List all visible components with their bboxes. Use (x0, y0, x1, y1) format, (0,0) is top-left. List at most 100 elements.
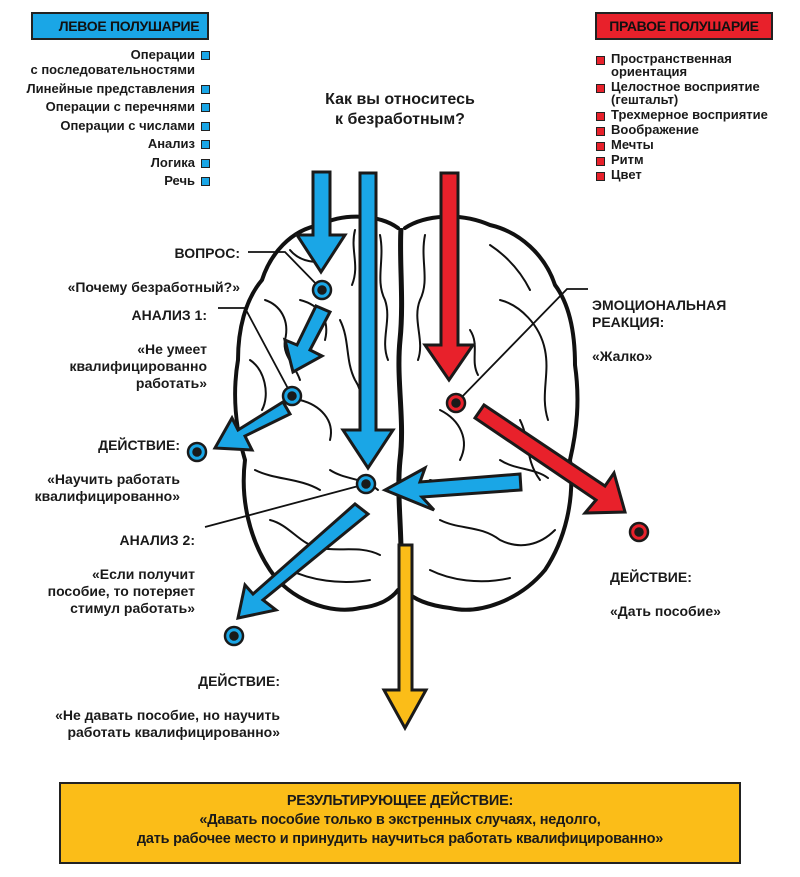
left-list-item-label: Логика (150, 154, 195, 170)
arrow-main-down (340, 171, 396, 471)
label-question-text: «Почему безработный?» (67, 279, 240, 295)
left-hemisphere-list: Операции с последовательностями Линейные… (27, 47, 210, 192)
label-question: ВОПРОС: «Почему безработный?» (68, 228, 240, 313)
label-analysis1: АНАЛИЗ 1: «Не умеет квалифицированно раб… (69, 290, 207, 409)
red-bullet-icon (596, 172, 605, 181)
left-list-item-label: Анализ (147, 136, 195, 151)
arrow-question-down (294, 170, 348, 275)
label-action1: ДЕЙСТВИЕ: «Научить работать квалифициров… (35, 420, 180, 522)
nodes (186, 279, 650, 647)
label-action3: ДЕЙСТВИЕ: «Дать пособие» (610, 552, 721, 637)
leader-analysis1 (218, 307, 293, 397)
result-line-2: дать рабочее место и принудить научиться… (136, 831, 664, 847)
node-emotion (445, 392, 467, 414)
result-arrow (381, 543, 429, 732)
longitudinal-fissure (396, 227, 405, 591)
right-hemisphere-list: Пространственная ориентация Целостное во… (596, 52, 768, 183)
left-list-item: Линейные представления (27, 81, 210, 96)
blue-bullet-icon (201, 103, 210, 112)
red-bullet-icon (596, 157, 605, 166)
node-action3 (628, 521, 650, 543)
label-action3-text: «Дать пособие» (610, 603, 721, 619)
right-hemisphere-outline (403, 214, 580, 612)
right-list-item: Пространственная ориентация (596, 52, 768, 78)
right-list-item-label: Мечты (611, 137, 654, 152)
blue-bullet-icon (201, 84, 210, 94)
right-hemisphere-header: ПРАВОЕ ПОЛУШАРИЕ (595, 12, 773, 40)
label-action2-heading: ДЕЙСТВИЕ: (198, 673, 280, 689)
left-list-item: Операции с перечнями (27, 99, 210, 114)
label-emotion: ЭМОЦИОНАЛЬНАЯ РЕАКЦИЯ: «Жалко» (592, 280, 726, 382)
right-list-item-label: Цвет (611, 167, 642, 182)
label-action1-text: «Научить работать квалифицированно» (34, 471, 180, 504)
arrow-action1-left (212, 399, 293, 452)
right-list-item-label: Ритм (611, 152, 644, 167)
node-analysis2 (355, 473, 377, 495)
arrow-right-to-center (381, 464, 523, 512)
arrow-emotion-down (422, 171, 476, 383)
blue-bullet-icon (201, 140, 210, 149)
left-list-item-label: Операции с числами (60, 117, 195, 133)
leader-question (248, 251, 323, 291)
red-bullet-icon (596, 112, 605, 121)
arrow-result-down (381, 543, 429, 732)
label-action2-text: «Не давать пособие, но научить работать … (55, 707, 280, 740)
blue-bullet-icon (201, 158, 210, 168)
right-list-item-label: Трехмерное восприятие (611, 107, 768, 122)
label-action2: ДЕЙСТВИЕ: «Не давать пособие, но научить… (55, 656, 280, 758)
label-action1-heading: ДЕЙСТВИЕ: (98, 437, 180, 453)
left-hemisphere-outline (233, 214, 400, 612)
node-action1 (186, 441, 208, 463)
node-question (311, 279, 333, 301)
right-list-item: Воображение (596, 123, 768, 136)
label-emotion-text: «Жалко» (592, 348, 653, 364)
left-list-item-label: Операции с последовательностями (30, 47, 195, 77)
left-list-item: Речь (27, 173, 210, 188)
result-line-1: «Давать пособие только в экстренных случ… (199, 812, 601, 828)
left-list-item: Логика (27, 155, 210, 170)
brain-outline (233, 214, 580, 612)
left-list-item-label: Речь (164, 173, 195, 188)
label-analysis1-text: «Не умеет квалифицированно работать» (69, 341, 207, 391)
red-bullet-icon (596, 56, 605, 65)
blue-bullet-icon (201, 51, 210, 60)
arrow-analysis1-down (282, 304, 333, 375)
label-analysis2: АНАЛИЗ 2: «Если получит пособие, то поте… (48, 515, 195, 634)
node-analysis1 (281, 385, 303, 407)
result-heading: РЕЗУЛЬТИРУЮЩЕЕ ДЕЙСТВИЕ: (286, 793, 514, 809)
left-list-item-label: Линейные представления (26, 80, 195, 96)
label-emotion-heading: ЭМОЦИОНАЛЬНАЯ РЕАКЦИЯ: (592, 297, 727, 330)
central-question: Как вы относитесь к безработным? (325, 91, 475, 128)
logic-arrows (212, 170, 523, 620)
label-question-heading: ВОПРОС: (174, 245, 240, 261)
right-list-item: Трехмерное восприятие (596, 108, 768, 121)
blue-bullet-icon (201, 177, 210, 186)
emotion-arrows (422, 171, 627, 515)
right-list-item-label: Целостное восприятие (гештальт) (611, 79, 760, 107)
left-list-item-label: Операции с перечнями (45, 99, 195, 114)
leader-analysis2 (204, 483, 367, 528)
red-bullet-icon (596, 142, 605, 151)
arrow-action2-down-left (236, 502, 371, 620)
right-list-item: Цвет (596, 168, 768, 181)
left-list-item: Операции с числами (27, 118, 210, 133)
left-list-item: Анализ (27, 136, 210, 151)
right-list-item: Целостное восприятие (гештальт) (596, 80, 768, 106)
label-analysis2-heading: АНАЛИЗ 2: (119, 532, 196, 548)
arrow-action3-down-right (472, 402, 627, 515)
left-list-item: Операции с последовательностями (27, 47, 210, 77)
right-list-item: Ритм (596, 153, 768, 166)
left-hemisphere-header: ЛЕВОЕ ПОЛУШАРИЕ (31, 12, 209, 40)
right-list-item-label: Пространственная ориентация (611, 51, 732, 79)
label-analysis2-text: «Если получит пособие, то потеряет стиму… (47, 566, 195, 616)
right-list-item-label: Воображение (611, 122, 699, 137)
right-list-item: Мечты (596, 138, 768, 151)
red-bullet-icon (596, 84, 605, 93)
leader-lines (204, 251, 588, 528)
result-box: РЕЗУЛЬТИРУЮЩЕЕ ДЕЙСТВИЕ: «Давать пособие… (59, 782, 741, 864)
node-action2 (223, 625, 245, 647)
red-bullet-icon (596, 127, 605, 136)
blue-bullet-icon (201, 121, 210, 131)
leader-emotion (455, 288, 588, 404)
